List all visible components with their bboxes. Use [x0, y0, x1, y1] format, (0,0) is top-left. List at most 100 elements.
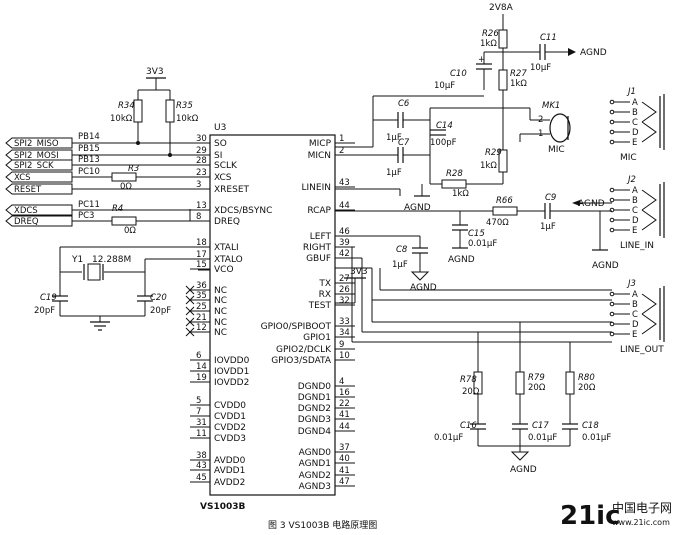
- svg-text:470Ω: 470Ω: [486, 218, 509, 228]
- svg-text:R28: R28: [446, 169, 463, 179]
- pin-number: 41: [339, 466, 350, 476]
- jack-pin: A: [632, 98, 638, 108]
- agnd-c15: AGND: [448, 255, 475, 265]
- signal-flag: SPI2_MISO: [5, 137, 73, 149]
- pin-number: 33: [339, 317, 350, 327]
- pin-pb14: PB14: [78, 132, 100, 142]
- pin-number: 16: [339, 388, 350, 398]
- svg-text:C18: C18: [582, 421, 599, 431]
- svg-text:+: +: [478, 55, 485, 65]
- svg-text:10kΩ: 10kΩ: [110, 114, 133, 124]
- pin-number: 37: [339, 443, 350, 453]
- pin-name: DGND0: [298, 382, 332, 392]
- svg-text:10μF: 10μF: [434, 81, 455, 91]
- pin-name: GPIO1: [303, 333, 331, 343]
- svg-text:0.01μF: 0.01μF: [528, 433, 557, 443]
- svg-text:C8: C8: [396, 245, 408, 255]
- resistor-r3: R3 0Ω: [111, 164, 139, 192]
- pin-number: 42: [339, 249, 350, 259]
- pin-number: 29: [196, 146, 207, 156]
- mic-section: 2V8A R26 1kΩ AGND C11 10μF + C10 10μF R2…: [335, 3, 607, 213]
- pullup-network: 3V3 R34 10kΩ R35 10kΩ: [110, 67, 199, 155]
- jack-ref: J3: [626, 279, 636, 289]
- signal-flag: SPI2_MOSI: [5, 149, 73, 161]
- svg-text:R27: R27: [510, 69, 527, 79]
- pin-name: TX: [318, 279, 331, 289]
- pin-number: 25: [196, 302, 207, 312]
- svg-text:C20: C20: [150, 293, 167, 303]
- pin-number: 19: [196, 373, 207, 383]
- pin-number: 17: [196, 250, 207, 260]
- pin-name: AGND3: [299, 482, 331, 492]
- crystal-value: 12.288M: [92, 255, 131, 265]
- pin-name: AVDD2: [214, 478, 245, 488]
- jack-pin: D: [632, 216, 639, 226]
- svg-text:C10: C10: [450, 69, 467, 79]
- crystal-section: Y1 12.288M C19 20pF C20 20pF: [34, 246, 210, 331]
- svg-text:C14: C14: [436, 121, 453, 131]
- pin-number: 10: [339, 351, 350, 361]
- pin-number: 26: [339, 285, 350, 295]
- pin-number: 44: [339, 201, 350, 211]
- chip-body: [209, 134, 336, 496]
- svg-text:20pF: 20pF: [34, 306, 55, 316]
- pin-number: 40: [339, 454, 350, 464]
- pin-number: 12: [196, 323, 207, 333]
- jack-ref: J2: [626, 175, 636, 185]
- svg-text:0Ω: 0Ω: [120, 182, 132, 192]
- jack-pin: A: [632, 186, 638, 196]
- jack-pin: C: [632, 206, 638, 216]
- watermark: 21ic 中国电子网 www.21ic.com: [560, 500, 672, 531]
- agnd-c8: AGND: [410, 283, 437, 293]
- pin-number: 38: [196, 451, 207, 461]
- pin-number: 1: [339, 134, 344, 144]
- pin-name: IOVDD0: [214, 356, 250, 366]
- signal-name: XDCS: [14, 206, 38, 216]
- pin-name: CVDD0: [214, 401, 246, 411]
- pin-number: 9: [339, 340, 344, 350]
- pin-number: 44: [339, 422, 350, 432]
- pin-number: 21: [196, 313, 207, 323]
- resistor-r4: R4 0Ω: [111, 204, 137, 236]
- svg-text:MK1: MK1: [542, 101, 560, 111]
- pin-name: DGND1: [298, 393, 331, 403]
- pin-name: DGND2: [298, 404, 331, 414]
- pin-name: XRESET: [214, 185, 250, 195]
- svg-text:1kΩ: 1kΩ: [510, 79, 527, 89]
- pin-number: 22: [339, 399, 350, 409]
- pin-pb15: PB15: [78, 144, 100, 154]
- pin-name: MICP: [309, 139, 332, 149]
- pin-name: XDCS/BSYNC: [214, 206, 272, 216]
- jack-pin: E: [632, 226, 637, 236]
- pin-number: 46: [339, 227, 350, 237]
- chip-ref: U3: [214, 123, 226, 133]
- svg-text:C15: C15: [468, 229, 485, 239]
- svg-text:R26: R26: [482, 29, 499, 39]
- watermark-brand: 21ic: [560, 501, 621, 531]
- svg-text:C6: C6: [398, 99, 410, 109]
- pin-name: IOVDD1: [214, 367, 249, 377]
- pin-name: LEFT: [310, 232, 332, 242]
- pin-name: XTALI: [214, 243, 239, 253]
- svg-text:C16: C16: [460, 421, 477, 431]
- signal-flag: SPI2_SCK: [5, 159, 73, 171]
- svg-text:20Ω: 20Ω: [578, 383, 596, 393]
- power-3v3-test: 3V3: [350, 267, 368, 277]
- signal-flag: RESET: [5, 183, 73, 195]
